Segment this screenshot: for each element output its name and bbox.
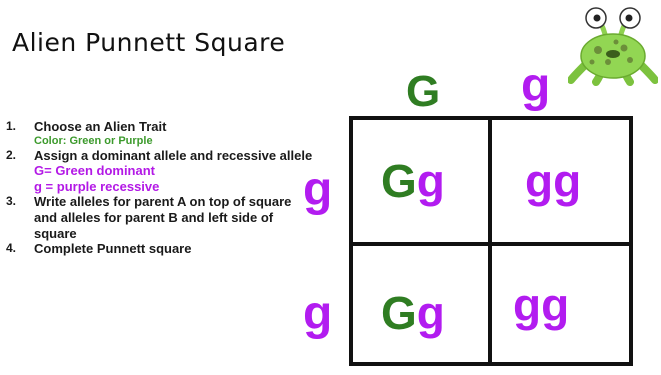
step-number: 2. — [6, 148, 16, 164]
step-number: 1. — [6, 119, 16, 135]
left-allele-2: g — [303, 290, 332, 338]
grid-divider-horizontal — [353, 242, 629, 246]
punnett-square: Gg gg Gg gg — [349, 116, 633, 366]
step-number: 4. — [6, 241, 16, 257]
punnett-cell-1-2: gg — [525, 158, 581, 204]
cell-allele-recessive: g — [553, 155, 581, 207]
step-text: Assign a dominant allele and recessive a… — [34, 148, 312, 163]
punnett-cell-2-1: Gg — [381, 290, 445, 336]
step-2: 2. Assign a dominant allele and recessiv… — [6, 148, 316, 195]
step-note-recessive: g = purple recessive — [34, 179, 316, 195]
instructions-list: 1. Choose an Alien Trait Color: Green or… — [6, 119, 316, 257]
step-4: 4. Complete Punnett square — [6, 241, 316, 257]
step-text: Complete Punnett square — [34, 241, 191, 256]
punnett-cell-2-2: gg — [513, 282, 569, 328]
cell-allele-recessive: g — [417, 287, 445, 339]
cell-allele-recessive: g — [417, 155, 445, 207]
step-1: 1. Choose an Alien Trait Color: Green or… — [6, 119, 316, 148]
step-number: 3. — [6, 194, 16, 210]
punnett-cell-1-1: Gg — [381, 158, 445, 204]
alien-mascot-icon — [568, 4, 658, 86]
step-note: Color: Green or Purple — [34, 135, 316, 148]
grid-divider-vertical — [488, 120, 492, 362]
cell-allele-recessive: g — [525, 155, 553, 207]
step-text: Choose an Alien Trait — [34, 119, 166, 134]
step-text: Write alleles for parent A on top of squ… — [34, 194, 291, 240]
cell-allele-recessive: g — [541, 279, 569, 331]
cell-allele-dominant: G — [381, 155, 417, 207]
left-allele-1: g — [303, 166, 332, 214]
step-3: 3. Write alleles for parent A on top of … — [6, 194, 316, 241]
top-allele-1: G — [406, 70, 440, 114]
top-allele-2: g — [521, 62, 550, 110]
cell-allele-dominant: G — [381, 287, 417, 339]
step-note-dominant: G= Green dominant — [34, 163, 316, 179]
cell-allele-recessive: g — [513, 279, 541, 331]
page-title: Alien Punnett Square — [12, 28, 285, 57]
